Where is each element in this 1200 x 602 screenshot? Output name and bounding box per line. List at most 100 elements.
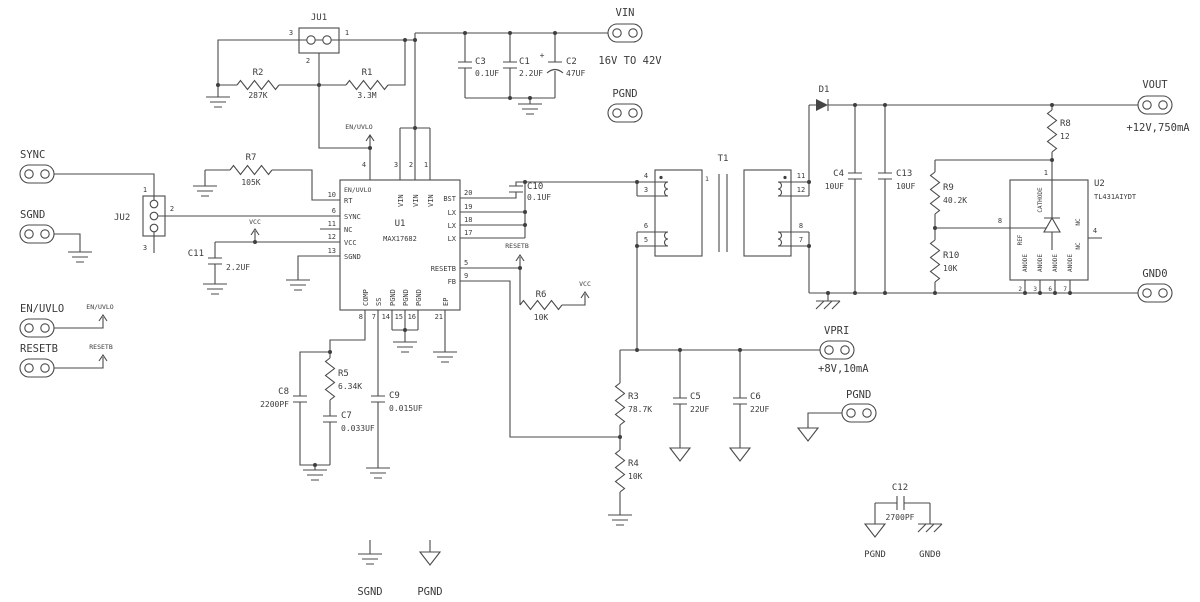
u1-pin-pgnd14-name: PGND <box>389 289 397 306</box>
chassis-ground-icon <box>917 523 943 533</box>
u2-pin-cathode-name: CATHODE <box>1037 187 1044 213</box>
u1-body <box>339 179 461 311</box>
earth-ground-icon <box>202 283 228 295</box>
c7-ref: C7 <box>341 411 352 421</box>
u1-pin-fb-name: FB <box>448 278 456 286</box>
winding-phase-dot <box>783 175 787 180</box>
vin-connector <box>607 23 643 43</box>
u1-pin-vin3-name: VIN <box>397 194 405 207</box>
net-resetb-conn: RESETB <box>89 343 113 351</box>
c2-ref: C2 <box>566 57 577 67</box>
c3-ref: C3 <box>475 57 486 67</box>
c3-value: 0.1UF <box>475 69 499 78</box>
power-ground-icon <box>669 447 691 462</box>
r5-ref: R5 <box>338 369 349 379</box>
resistor-r6-body <box>519 299 563 311</box>
r1-ref: R1 <box>362 68 373 78</box>
t1-pin-inner: 1 <box>705 175 709 183</box>
u1-pin-en-uvlo-num: 4 <box>362 161 366 169</box>
sgnd-ground-label: SGND <box>357 586 382 598</box>
c9-value: 0.015UF <box>389 404 423 413</box>
c8-ref: C8 <box>278 387 289 397</box>
pgnd-c12-label: PGND <box>864 550 886 560</box>
net-arrowheads <box>98 134 590 362</box>
u1-pin-lx18-num: 18 <box>464 216 472 224</box>
pgnd-connector-top <box>607 103 643 123</box>
resistor-r1-body <box>345 79 389 91</box>
u2-pin-anode-c-name: ANODE <box>1052 254 1059 272</box>
gnd0-connector <box>1137 283 1173 303</box>
earth-ground-icon <box>607 514 633 526</box>
r8-value: 12 <box>1060 132 1070 141</box>
c5-ref: C5 <box>690 392 701 402</box>
winding-phase-dot <box>659 175 663 180</box>
vpri-label: VPRI <box>824 325 849 337</box>
earth-ground-icon <box>432 351 458 363</box>
pgnd-connector-mid <box>841 403 877 423</box>
power-ground-icon <box>419 551 441 566</box>
u1-pin-sgnd-name: SGND <box>344 253 361 261</box>
u1-pin-lx17-name: LX <box>448 235 457 243</box>
r6-value: 10K <box>534 313 549 322</box>
r10-ref: R10 <box>943 251 959 261</box>
u1-pin-lx17-num: 17 <box>464 229 472 237</box>
resistor-r5-body <box>324 357 336 401</box>
u2-body <box>1009 179 1089 281</box>
earth-ground-icon <box>302 469 328 481</box>
resetb-connector <box>19 358 55 378</box>
u2-pin-anode-a-name: ANODE <box>1022 254 1029 272</box>
u2-ref: U2 <box>1094 179 1105 189</box>
net-resetb-pullup: RESETB <box>505 242 529 250</box>
u1-pin-vin2-name: VIN <box>412 194 420 207</box>
t1-ref: T1 <box>718 154 729 164</box>
r9-value: 40.2K <box>943 196 967 205</box>
pgnd-top-label: PGND <box>612 88 637 100</box>
junction-dots <box>216 31 1072 467</box>
power-ground-icon <box>864 523 886 538</box>
c2-polarity: + <box>540 51 545 60</box>
u2-tl431-symbol <box>1043 180 1061 250</box>
r9-ref: R9 <box>943 183 954 193</box>
transformer-t1-body <box>654 169 792 257</box>
r7-value: 105K <box>241 178 260 187</box>
u1-pin-vin2-num: 2 <box>409 161 413 169</box>
t1-pin3: 3 <box>644 186 648 194</box>
r4-ref: R4 <box>628 459 639 469</box>
jumper-ju2 <box>142 195 166 237</box>
u2-pin-anode-b-num: 3 <box>1033 286 1037 293</box>
resistor-r4-body <box>614 449 626 493</box>
u1-pin-rt-num: 10 <box>328 191 336 199</box>
c2-value: 47UF <box>566 69 585 78</box>
ju2-ref: JU2 <box>114 213 130 223</box>
u2-pin-anode-d-name: ANODE <box>1067 254 1074 272</box>
d1-ref: D1 <box>819 85 830 95</box>
ju1-pin1: 1 <box>345 29 349 37</box>
u1-pin-comp-num: 8 <box>359 313 363 321</box>
c12-value: 2700PF <box>886 513 915 522</box>
c10-value: 0.1UF <box>527 193 551 202</box>
earth-ground-icon <box>365 467 391 479</box>
c12-ref: C12 <box>892 483 908 493</box>
r2-ref: R2 <box>253 68 264 78</box>
ground-symbols <box>67 96 943 566</box>
en-uvlo-label: EN/UVLO <box>20 303 64 315</box>
u1-pin-nc-name: NC <box>344 226 352 234</box>
u1-pin-bst-name: BST <box>443 195 456 203</box>
u1-pin-lx19-name: LX <box>448 209 457 217</box>
vout-label: VOUT <box>1142 79 1168 91</box>
u2-pin-nc-b-num: 4 <box>1093 227 1097 235</box>
earth-ground-icon <box>357 553 383 565</box>
u2-part: TL431AIYDT <box>1094 193 1137 201</box>
sync-label: SYNC <box>20 149 45 161</box>
power-ground-icon <box>797 427 819 442</box>
c9-ref: C9 <box>389 391 400 401</box>
c4-ref: C4 <box>833 169 844 179</box>
c7-value: 0.033UF <box>341 424 375 433</box>
u1-pin-pgnd16-name: PGND <box>415 289 423 306</box>
u1-pin-lx18-name: LX <box>448 222 457 230</box>
resistor-r10-body <box>929 239 941 283</box>
u1-pin-pgnd16-num: 16 <box>408 313 416 321</box>
r7-ref: R7 <box>246 153 257 163</box>
resetb-label: RESETB <box>20 343 58 355</box>
